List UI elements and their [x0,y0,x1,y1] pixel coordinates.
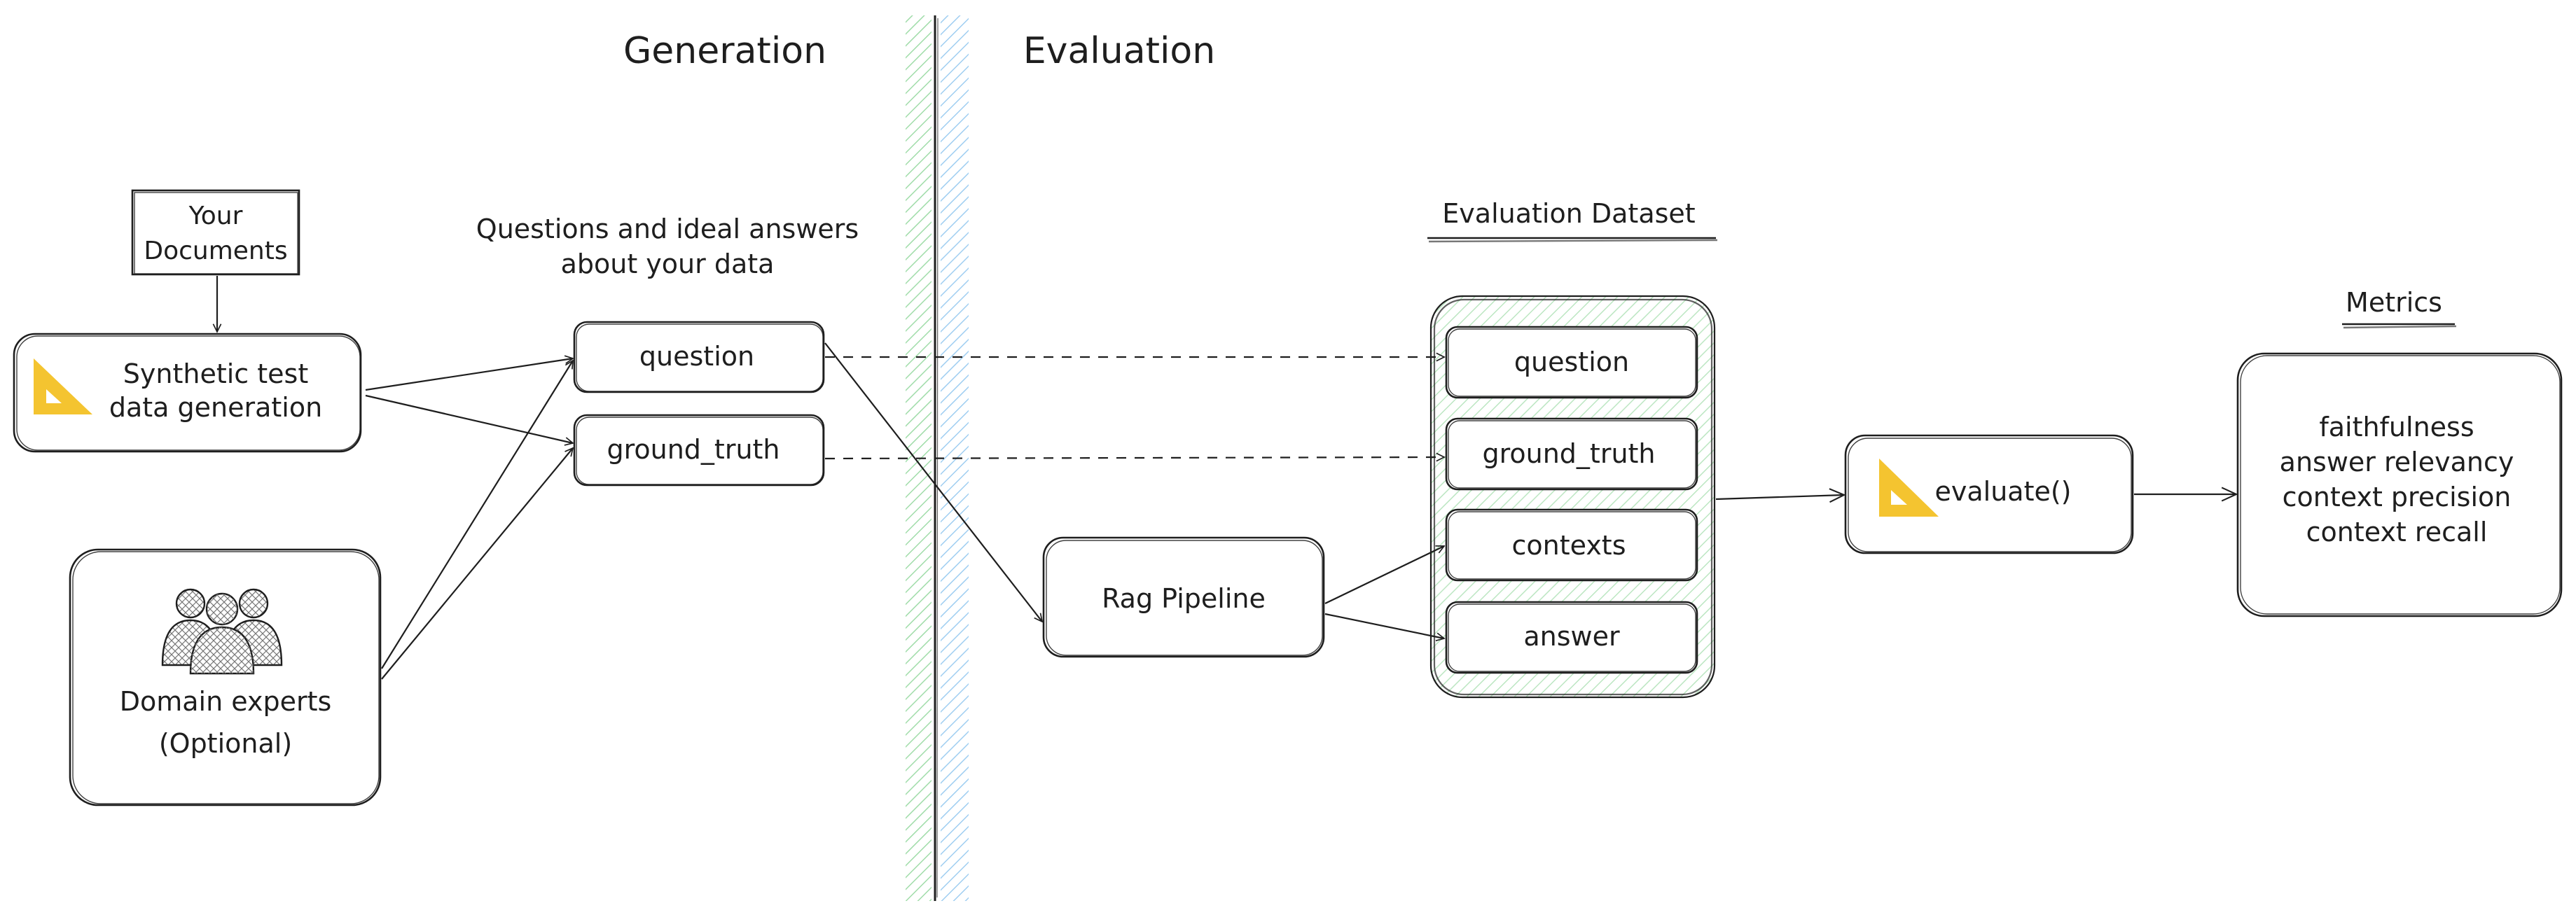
domain-experts-label-line2: (Optional) [159,728,292,759]
dataset-answer-box-sketch [1448,603,1696,672]
rag-pipeline-node: Rag Pipeline [1042,536,1325,658]
rag-pipeline-box-sketch [1046,540,1323,656]
set-square-icon [1879,459,1939,517]
synthetic-label-line2: data generation [109,392,322,423]
evaluate-box-sketch [1848,438,2132,552]
dataset-answer-box [1445,601,1698,674]
documents-label-line1: Your [188,202,243,230]
generated-ground-truth-node: ground_truth [573,414,825,487]
metric-context-precision: context precision [2283,482,2512,512]
generated-ground-truth-label: ground_truth [607,434,780,465]
dataset-title-underline-sketch [1428,239,1718,243]
generated-question-label: question [639,341,754,372]
edge-pipeline-to-answer [1324,613,1444,638]
evaluate-label: evaluate() [1934,476,2071,507]
edge-question-to-pipeline [824,342,1042,622]
dataset-ground-truth-label: ground_truth [1482,438,1655,469]
dataset-container-border-sketch [1433,298,1713,696]
documents-box-sketch [134,192,298,274]
edge-experts-to-question [381,361,573,669]
metrics-box [2236,352,2563,617]
edge-synthetic-to-question [365,358,573,391]
domain-experts-label-line1: Domain experts [120,686,332,717]
edge-dataset-to-evaluate [1715,488,1846,503]
metric-answer-relevancy: answer relevancy [2280,447,2514,477]
set-square-icon [34,358,92,414]
dataset-field-question: question [1445,326,1698,399]
generated-caption-line2: about your data [561,249,775,279]
dataset-contexts-box [1445,508,1698,582]
dataset-contexts-label: contexts [1511,530,1626,561]
generated-question-box [573,321,825,393]
documents-box [131,189,300,276]
generation-heading: Generation [623,30,826,72]
generated-ground-truth-box-sketch [576,417,824,485]
dataset-contexts-box-sketch [1448,511,1696,580]
evaluate-node: evaluate() [1844,434,2134,554]
synthetic-generation-box [13,333,362,453]
people-group-icon [161,588,283,675]
metric-context-recall: context recall [2306,517,2488,547]
documents-node: Your Documents [131,189,300,276]
generated-caption-line1: Questions and ideal answers [476,214,859,244]
dataset-answer-label: answer [1523,621,1620,652]
metric-faithfulness: faithfulness [2319,412,2474,442]
edge-experts-to-ground-truth [381,448,573,680]
metrics-title: Metrics [2346,287,2442,318]
generated-question-node: question [573,321,825,393]
dataset-field-answer: answer [1445,601,1698,674]
dataset-field-contexts: contexts [1445,508,1698,582]
dataset-question-box-sketch [1448,328,1696,397]
domain-experts-box [69,548,382,806]
domain-experts-box-sketch [72,551,380,804]
rag-pipeline-label: Rag Pipeline [1102,583,1266,614]
dataset-field-ground-truth: ground_truth [1445,417,1698,491]
domain-experts-node: Domain experts (Optional) [69,548,382,806]
edge-pipeline-to-contexts [1324,546,1444,604]
evaluation-heading: Evaluation [1023,30,1215,72]
dataset-title: Evaluation Dataset [1442,198,1695,229]
dataset-ground-truth-box-sketch [1448,420,1696,489]
dataset-question-box [1445,326,1698,399]
synthetic-label-line1: Synthetic test [123,358,308,389]
metrics-node: faithfulness answer relevancy context pr… [2236,352,2563,617]
generated-question-box-sketch [576,323,824,392]
metrics-title-underline-sketch [2343,325,2457,329]
rag-pipeline-box [1042,536,1325,658]
dataset-ground-truth-box [1445,417,1698,491]
metrics-box-sketch [2240,355,2561,615]
dataset-container-border [1429,295,1716,699]
dataset-question-label: question [1514,347,1629,377]
generated-ground-truth-box [573,414,825,487]
edge-synthetic-to-ground-truth [365,394,573,443]
synthetic-generation-node: Synthetic test data generation [13,333,362,453]
edge-ground-truth-to-dataset [824,457,1444,459]
synthetic-generation-box-sketch [16,335,361,451]
documents-label-line2: Documents [144,237,287,265]
